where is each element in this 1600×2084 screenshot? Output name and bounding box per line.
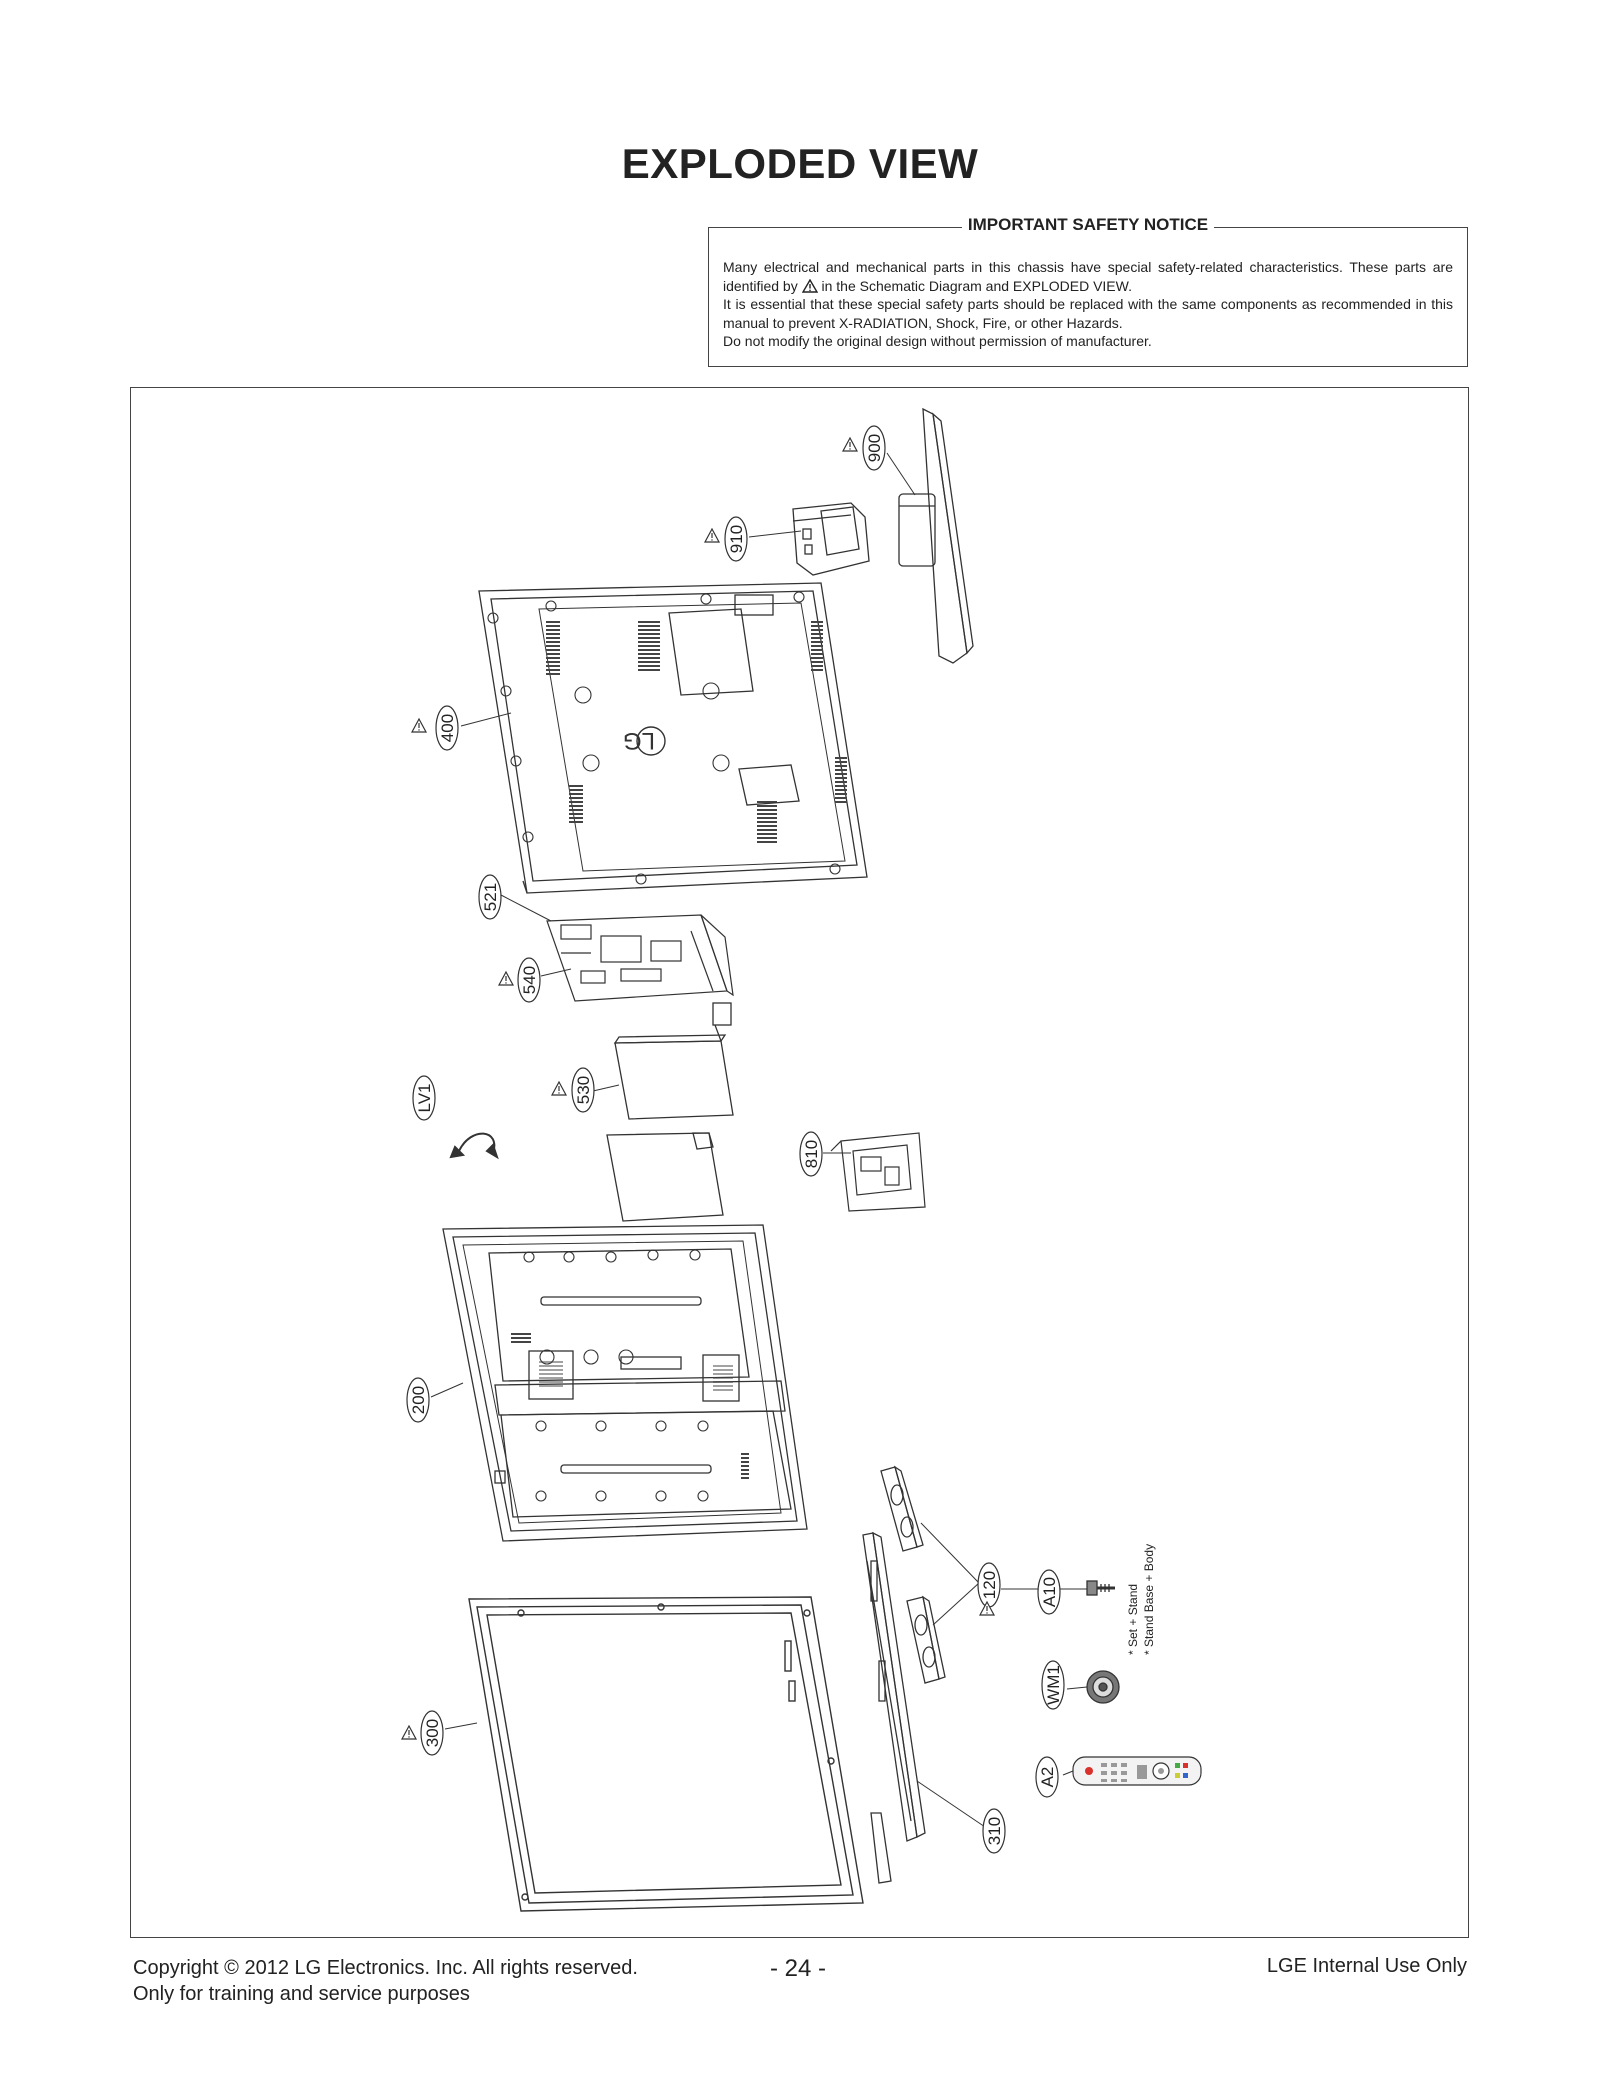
svg-text:A2: A2 (1038, 1767, 1057, 1788)
svg-text:521: 521 (481, 883, 500, 911)
wall-mount-spacer-wm1 (1086, 1670, 1120, 1704)
speaker-part-120 (880, 1465, 946, 1684)
callout-540: 540 (498, 957, 541, 1003)
main-board-part-540 (546, 914, 734, 1002)
lg-logo: LG (623, 726, 666, 756)
footer-left: Copyright © 2012 LG Electronics. Inc. Al… (133, 1955, 638, 2007)
page-title: EXPLODED VIEW (621, 140, 979, 187)
bracket-part-810 (830, 1132, 926, 1212)
callout-810: 810 (799, 1131, 823, 1177)
screw-note-stand-base-body: * Stand Base + Body (1142, 1544, 1156, 1655)
exploded-view-drawing: LG (401, 407, 1202, 1912)
safety-notice-line1b: in the Schematic Diagram and EXPLODED VI… (821, 277, 1132, 294)
warning-triangle-icon (801, 278, 818, 293)
svg-text:200: 200 (409, 1386, 428, 1414)
stand-neck-part-910 (792, 502, 870, 576)
callout-530: 530 (551, 1067, 595, 1113)
callout-521: 521 (478, 874, 502, 920)
safety-notice-line3: Do not modify the original design withou… (723, 333, 1152, 349)
callout-wm1: WM1 (1041, 1660, 1065, 1710)
safety-notice-line1a: Many electrical and mechanical parts in … (723, 259, 1453, 294)
front-cabinet-part-300 (468, 1596, 864, 1912)
svg-text:400: 400 (438, 714, 457, 742)
callout-300: 300 (401, 1710, 444, 1756)
remote-control-a2 (1072, 1756, 1202, 1786)
footer-purpose: Only for training and service purposes (133, 1983, 470, 2005)
svg-text:910: 910 (727, 525, 746, 553)
callout-400: 400 (411, 705, 459, 751)
back-cover-part-400: LG (478, 582, 868, 894)
footer-copyright: Copyright © 2012 LG Electronics. Inc. Al… (133, 1957, 638, 1979)
svg-text:LV1: LV1 (415, 1084, 434, 1113)
svg-text:120: 120 (980, 1571, 999, 1599)
screw-part-a10 (1086, 1580, 1115, 1596)
lcd-module-part-200 (442, 1224, 808, 1542)
callout-lv1: LV1 (412, 1075, 436, 1121)
safety-notice-line2: It is essential that these special safet… (723, 296, 1453, 331)
safety-notice-heading: IMPORTANT SAFETY NOTICE (961, 215, 1215, 234)
callout-200: 200 (406, 1377, 430, 1423)
safety-notice-text: Many electrical and mechanical parts in … (723, 258, 1453, 351)
screw-note-set-stand: * Set + Stand (1126, 1584, 1140, 1655)
svg-text:WM1: WM1 (1044, 1665, 1063, 1705)
stand-base-part-900 (898, 407, 974, 664)
callout-910: 910 (704, 516, 748, 562)
svg-text:900: 900 (865, 434, 884, 462)
svg-text:310: 310 (985, 1817, 1004, 1845)
svg-text:530: 530 (574, 1076, 593, 1104)
leader-lines (430, 452, 1088, 1832)
callout-a2: A2 (1035, 1756, 1059, 1798)
power-board-part-530 (606, 1002, 734, 1222)
svg-text:A10: A10 (1040, 1577, 1059, 1607)
svg-text:LG: LG (623, 727, 655, 754)
callout-900: 900 (842, 425, 886, 471)
exploded-view-diagram: LG (130, 387, 1469, 1938)
callout-120: 120 (977, 1562, 1001, 1616)
svg-text:810: 810 (802, 1140, 821, 1168)
callout-a10: A10 (1037, 1569, 1061, 1615)
page-number: - 24 - (770, 1955, 827, 1982)
safety-notice-box: IMPORTANT SAFETY NOTICE Many electrical … (708, 215, 1468, 367)
svg-text:300: 300 (423, 1719, 442, 1747)
svg-text:540: 540 (520, 966, 539, 994)
speaker-bar-part-310 (862, 1531, 926, 1884)
footer-internal-use: LGE Internal Use Only (1266, 1955, 1467, 1977)
callout-310: 310 (982, 1808, 1006, 1854)
lvds-cable-lv1 (449, 1132, 499, 1160)
